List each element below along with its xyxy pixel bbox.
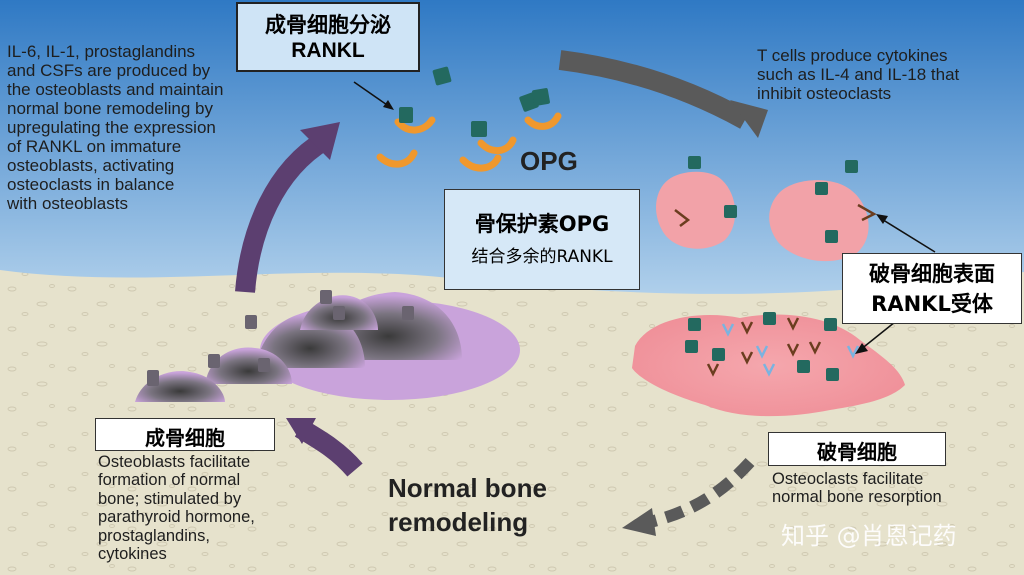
osteoclast-cell [632,312,905,417]
osteoblast-title: 成骨细胞 [145,426,225,450]
opg-label: OPG [520,146,578,176]
osteoclast-precursors [656,156,877,262]
top-left-description: IL-6, IL-1, prostaglandins and CSFs are … [7,42,224,214]
osteoclast-title-box: 破骨细胞 [768,432,946,466]
osteoclast-description: Osteoclasts facilitate normal bone resor… [772,470,942,507]
osteoblast-cells [135,290,520,402]
osteoblast-title-box: 成骨细胞 [95,418,275,451]
rankl-secretion-box: 成骨细胞分泌 RANKL [236,2,420,72]
opg-box-subtitle: 结合多余的RANKL [471,247,613,267]
osteoblast-description: Osteoblasts facilitate formation of norm… [98,453,255,564]
center-label: Normal bone remodeling [388,473,547,537]
osteoclast-title: 破骨细胞 [817,440,897,464]
top-right-description: T cells produce cytokines such as IL-4 a… [757,46,960,104]
pointer-arrow-osteoclast [859,321,896,351]
watermark: 知乎 @肖恩记药 [781,522,957,550]
receptor-box: 破骨细胞表面 RANKL受体 [842,253,1022,324]
pointer-arrow-rankl [353,81,391,108]
rankl-box-line1: 成骨细胞分泌 [265,13,391,37]
opg-box: 骨保护素OPG 结合多余的RANKL [444,189,640,290]
rankl-opg-molecules [376,66,562,172]
rankl-box-line2: RANKL [291,39,365,62]
opg-box-title: 骨保护素OPG [474,212,610,236]
arrow-osteoblast-up [235,131,331,293]
receptor-box-line1: 破骨细胞表面 [869,262,995,286]
arrow-to-osteoclast [558,50,750,129]
arrow-resorption [648,457,755,528]
pointer-arrow-receptor [879,217,936,253]
receptor-box-line2: RANKL受体 [871,292,993,316]
